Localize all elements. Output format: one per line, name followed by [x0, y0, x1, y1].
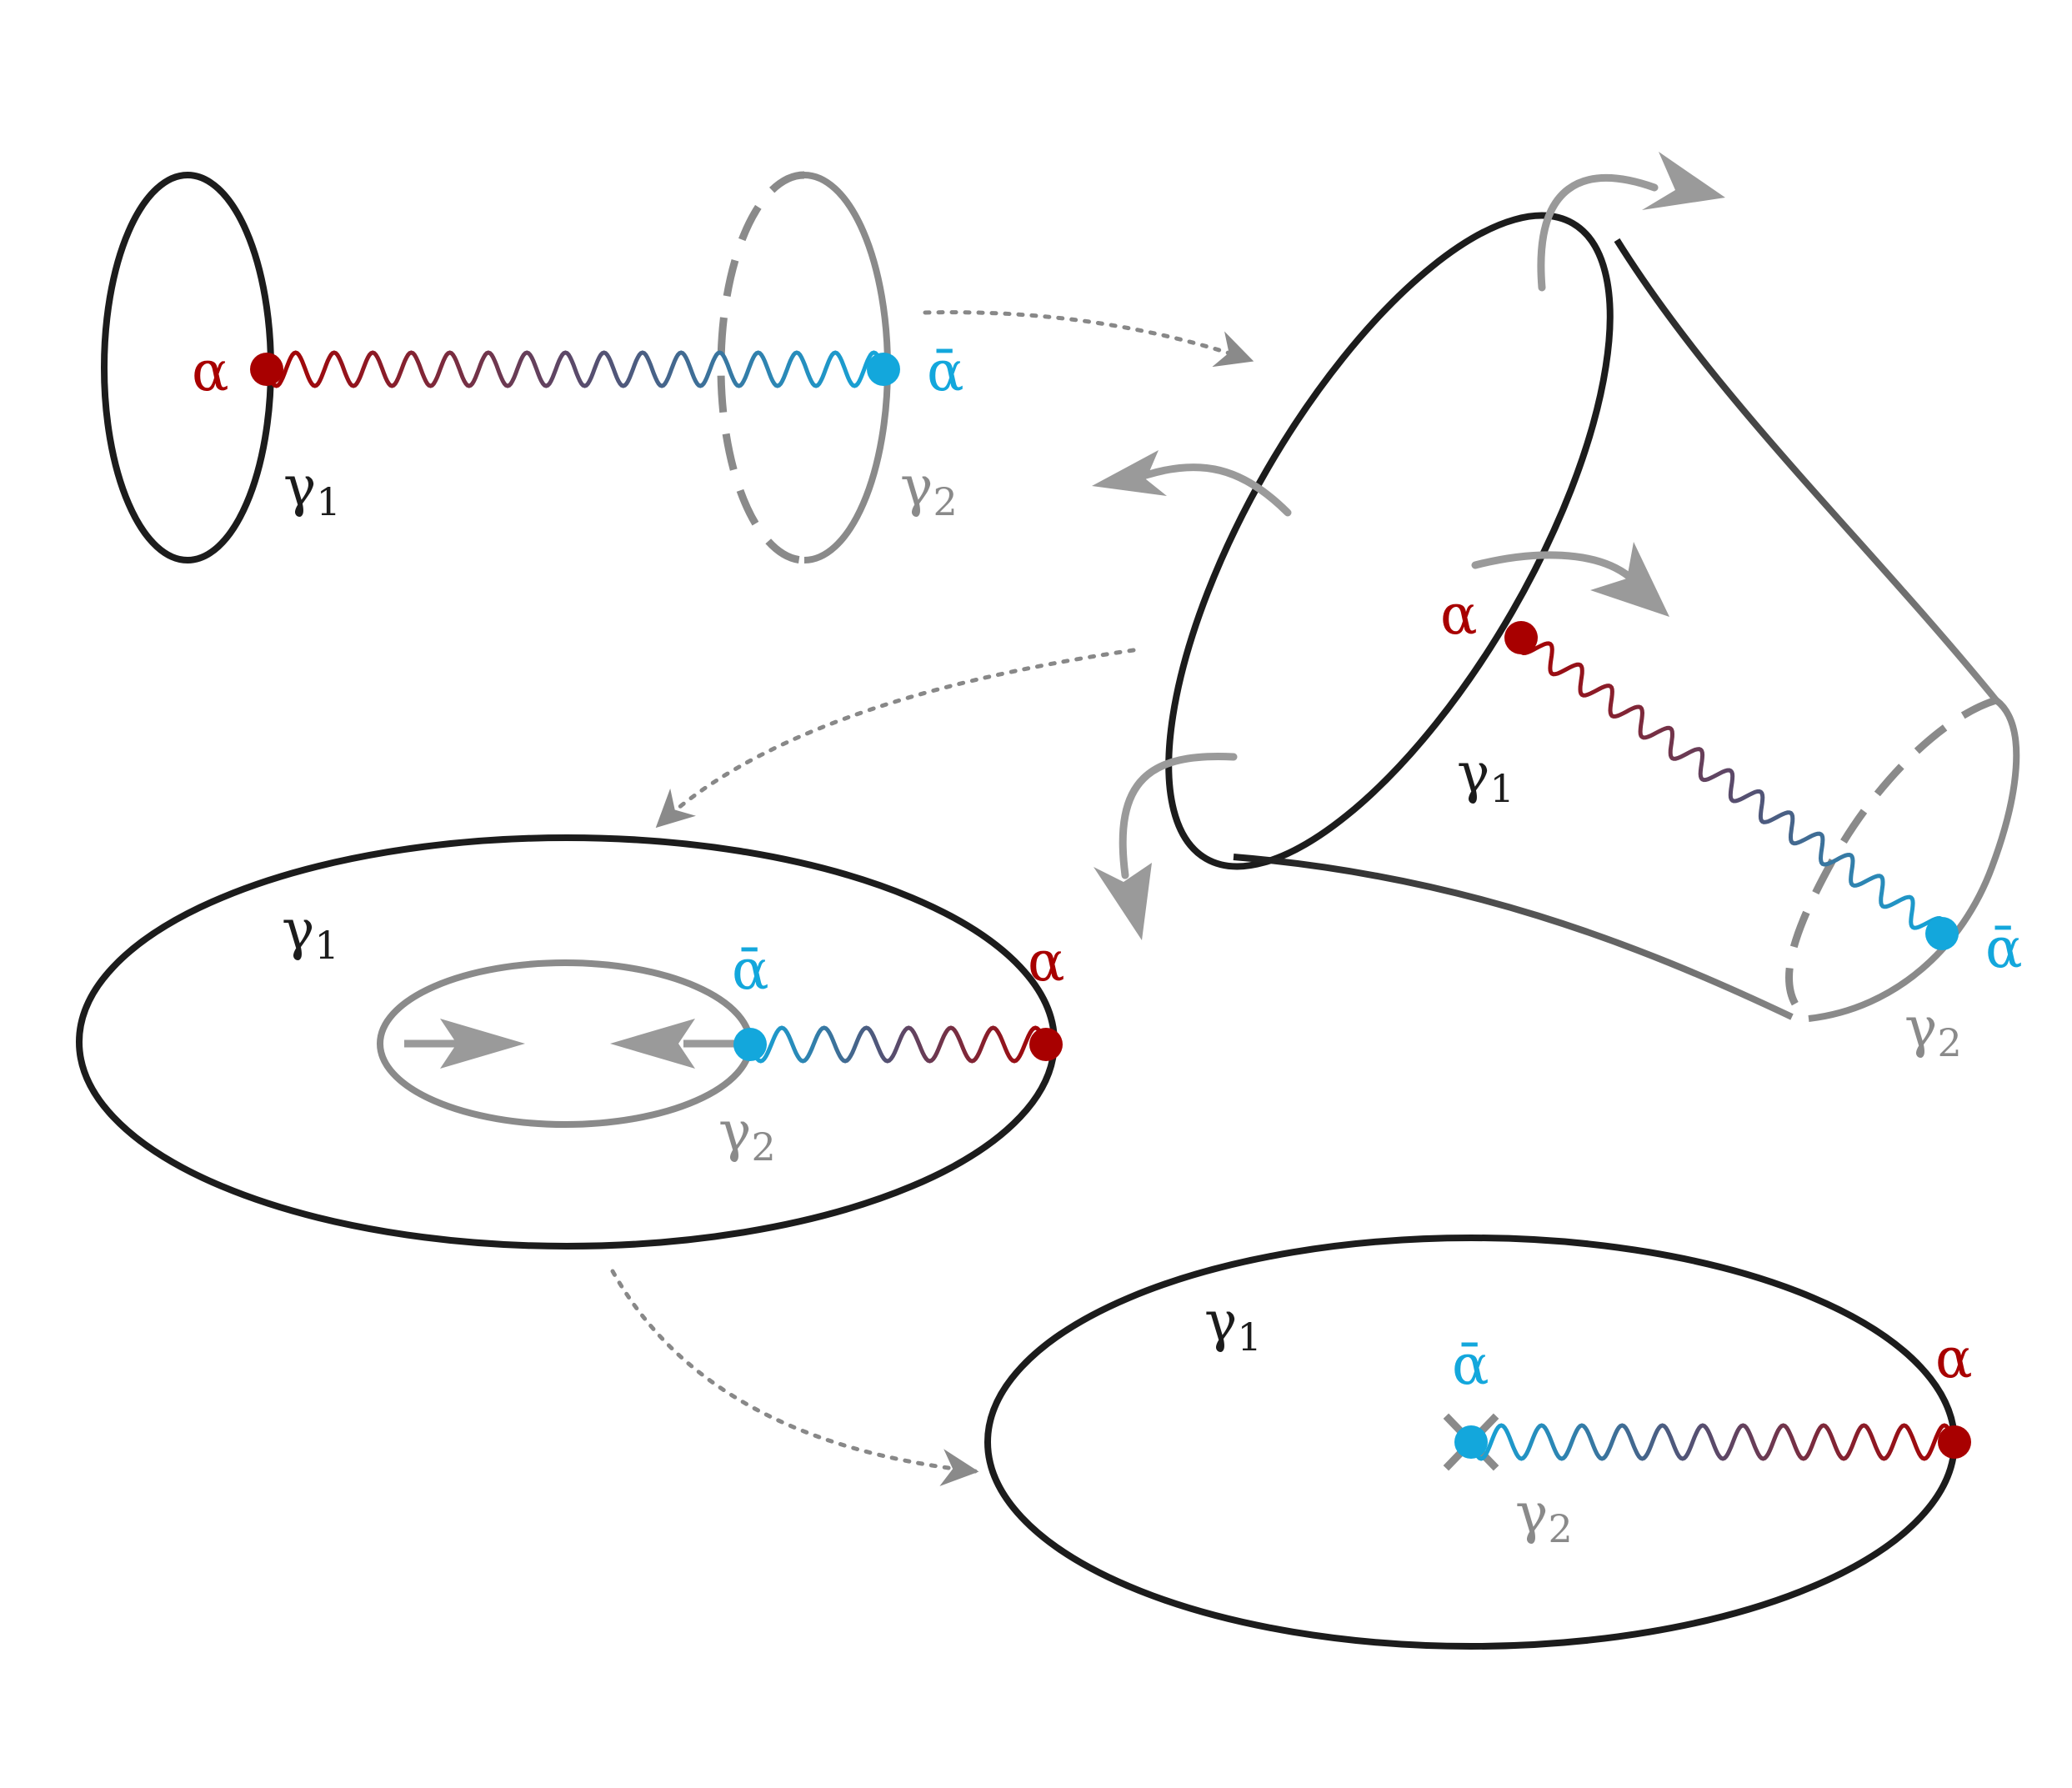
gamma1-label-disk: γ1	[1204, 1290, 1262, 1360]
alpha-label-cylinder: α	[192, 339, 229, 403]
gamma1-label-funnel: γ1	[1457, 741, 1514, 811]
arrowhead-middle-icon	[1590, 542, 1669, 617]
wavy-line-cylinder	[264, 350, 886, 388]
rotation-arrow-middle	[1471, 551, 1634, 581]
arrowhead-left-icon	[1092, 450, 1167, 496]
alpha-bar-point-funnel	[1925, 917, 1959, 950]
annulus-outer-ellipse	[76, 834, 1058, 1250]
transition-arrow-2	[655, 648, 1136, 829]
rotation-arrowheads	[1092, 152, 1725, 940]
inner-arrowhead-left-icon	[440, 1019, 525, 1069]
wavy-line-disk	[1469, 1423, 1957, 1461]
alpha-point-funnel	[1504, 621, 1538, 654]
funnel-mouth-ellipse	[1165, 212, 1614, 870]
gamma2-label-funnel: γ2	[1904, 995, 1962, 1065]
alpha-bar-point-annulus	[733, 1028, 767, 1061]
gamma1-label-cylinder: γ1	[283, 454, 341, 524]
annulus-panel: ᾱ α γ1 γ2	[76, 834, 1065, 1250]
funnel-panel: α ᾱ γ1 γ2	[1092, 152, 2023, 1065]
funnel-top-edge	[1614, 238, 1999, 703]
wavy-line-funnel	[1518, 637, 1945, 934]
arrowhead-top-icon	[1642, 152, 1725, 210]
alpha-label-disk: α	[1935, 1326, 1973, 1390]
alpha-bar-label-funnel: ᾱ	[1985, 916, 2023, 980]
rotation-arrows	[1119, 174, 1659, 879]
alpha-point-cylinder	[250, 353, 283, 386]
funnel-bottom-edge	[1233, 854, 1794, 1020]
disk-panel: ᾱ α γ1 γ2	[984, 1235, 1973, 1650]
alpha-point-disk	[1938, 1425, 1971, 1459]
cylinder-panel: α ᾱ γ1 γ2	[101, 171, 964, 564]
wavy-line-annulus	[748, 1025, 1049, 1064]
gamma2-label-cylinder: γ2	[900, 454, 958, 524]
alpha-label-funnel: α	[1440, 583, 1478, 647]
gamma1-label-annulus: γ1	[282, 898, 339, 968]
transition-arrow-3	[610, 1269, 979, 1486]
rotation-arrow-bottom	[1119, 753, 1238, 879]
arrowhead-bottom-icon	[1094, 863, 1152, 940]
alpha-bar-label-disk: ᾱ	[1452, 1333, 1489, 1397]
alpha-bar-point-cylinder	[867, 353, 900, 386]
gamma2-label-annulus: γ2	[718, 1099, 776, 1169]
funnel-small-end-front	[1808, 697, 2020, 1022]
transition-arrow-1	[923, 310, 1254, 368]
cylinder-left-circle	[101, 172, 274, 563]
alpha-bar-point-disk	[1454, 1425, 1488, 1459]
alpha-point-annulus	[1029, 1028, 1063, 1061]
alpha-label-annulus: α	[1028, 929, 1065, 994]
gamma2-label-disk: γ2	[1515, 1481, 1573, 1551]
alpha-bar-label-cylinder: ᾱ	[927, 339, 964, 403]
cylinder-right-back-dashed	[717, 171, 805, 564]
inner-arrowhead-right-icon	[610, 1019, 695, 1069]
rotation-arrow-left	[1142, 463, 1292, 517]
funnel-small-end-back-dashed	[1785, 696, 1998, 1022]
rotation-arrow-top	[1537, 174, 1659, 292]
alpha-bar-label-annulus: ᾱ	[732, 938, 769, 1002]
